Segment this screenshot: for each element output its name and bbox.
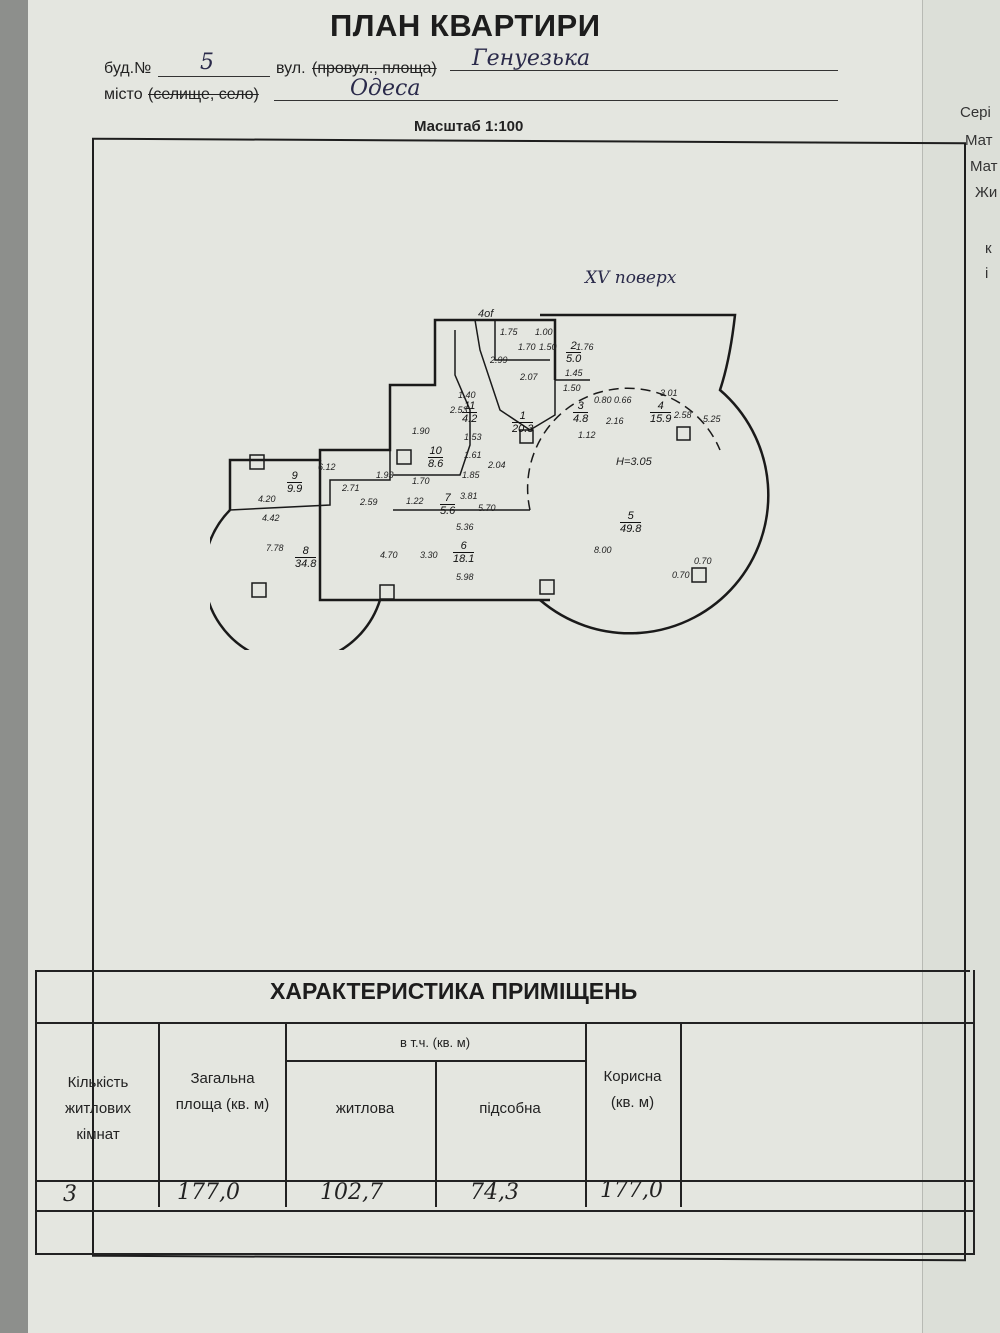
floor-plan-drawing	[210, 313, 770, 650]
street-struck: (провул., площа)	[312, 60, 437, 77]
dimension: 1.00	[535, 327, 553, 337]
dimension: 3.01	[660, 388, 678, 398]
col-living-header: житлова	[335, 1100, 395, 1117]
building-value: 5	[200, 50, 214, 75]
document-title: ПЛАН КВАРТИРИ	[330, 8, 601, 43]
ceiling-height: H=3.05	[616, 456, 652, 468]
edge-text: к	[985, 240, 992, 257]
col-rooms-header: Кількість житлових кімнат	[64, 1074, 132, 1143]
street-value: Генуезька	[472, 46, 591, 71]
dimension: 0.80	[594, 395, 612, 405]
dimension: 2.53	[450, 405, 468, 415]
col-total-header: Загальна площа (кв. м)	[175, 1070, 270, 1113]
dimension: 5.70	[478, 503, 496, 513]
value-living: 102,7	[320, 1180, 383, 1205]
dimension: 1.70	[412, 476, 430, 486]
col-aux-header: підсобна	[479, 1100, 541, 1117]
building-label: буд.№	[104, 60, 152, 77]
dimension: 0.70	[672, 570, 690, 580]
dimension: 1.70	[518, 342, 536, 352]
characteristics-table: ХАРАКТЕРИСТИКА ПРИМІЩЕНЬ Кількість житло…	[35, 970, 975, 1255]
dimension: 2.16	[606, 416, 624, 426]
floor-label: XV поверх	[585, 268, 677, 288]
dimension: 6.12	[318, 462, 336, 472]
document-sheet	[28, 0, 928, 1333]
dimension: 1.90	[412, 426, 430, 436]
dimension: 3.30	[420, 550, 438, 560]
dimension: 5.36	[456, 522, 474, 532]
value-total: 177,0	[177, 1180, 240, 1205]
dimension: 2.99	[490, 355, 508, 365]
dimension: 1.61	[464, 450, 482, 460]
dimension: 7.78	[266, 543, 284, 553]
dimension: 2.59	[360, 497, 378, 507]
street-label: вул.	[276, 60, 306, 77]
table-title: ХАРАКТЕРИСТИКА ПРИМІЩЕНЬ	[270, 978, 638, 1004]
edge-text: Мат	[965, 132, 993, 149]
dimension: 5.98	[456, 572, 474, 582]
dimension: 1.22	[406, 496, 424, 506]
dimension: 4.42	[262, 513, 280, 523]
dimension: 1.40	[458, 390, 476, 400]
plan-mark: 4of	[478, 308, 494, 320]
dimension: 1.75	[500, 327, 518, 337]
dimension: 2.04	[488, 460, 506, 470]
adjacent-sheet	[922, 0, 1000, 1333]
edge-text: і	[985, 265, 989, 282]
dimension: 2.58	[674, 410, 692, 420]
city-value: Одеса	[350, 76, 421, 101]
value-aux: 74,3	[470, 1180, 519, 1205]
col-incl-header: в т.ч. (кв. м)	[399, 1035, 471, 1050]
dimension: 4.20	[258, 494, 276, 504]
dimension: 1.53	[464, 432, 482, 442]
dimension: 0.70	[694, 556, 712, 566]
scale-label: Масштаб 1:100	[414, 118, 524, 135]
dimension: 1.50	[539, 342, 557, 352]
dimension: 2.07	[520, 372, 538, 382]
city-struck: (селище, село)	[148, 86, 259, 103]
dimension: 4.70	[380, 550, 398, 560]
dimension: 1.76	[576, 342, 594, 352]
dimension: 8.00	[594, 545, 612, 555]
dimension: 1.50	[563, 383, 581, 393]
value-rooms: 3	[63, 1182, 77, 1207]
edge-text: Жи	[975, 184, 998, 201]
dimension: 0.66	[614, 395, 632, 405]
dimension: 1.85	[462, 470, 480, 480]
value-useful: 177,0	[600, 1178, 663, 1203]
dimension: 2.71	[342, 483, 360, 493]
dimension: 5.25	[703, 414, 721, 424]
dimension: 1.12	[578, 430, 596, 440]
dimension: 3.81	[460, 491, 478, 501]
edge-text: Мат	[970, 158, 998, 175]
dimension: 1.93	[376, 470, 394, 480]
city-label: місто	[104, 86, 143, 103]
dimension: 1.45	[565, 368, 583, 378]
col-useful-header: Корисна (кв. м)	[603, 1068, 662, 1111]
edge-text: Сері	[960, 104, 991, 121]
